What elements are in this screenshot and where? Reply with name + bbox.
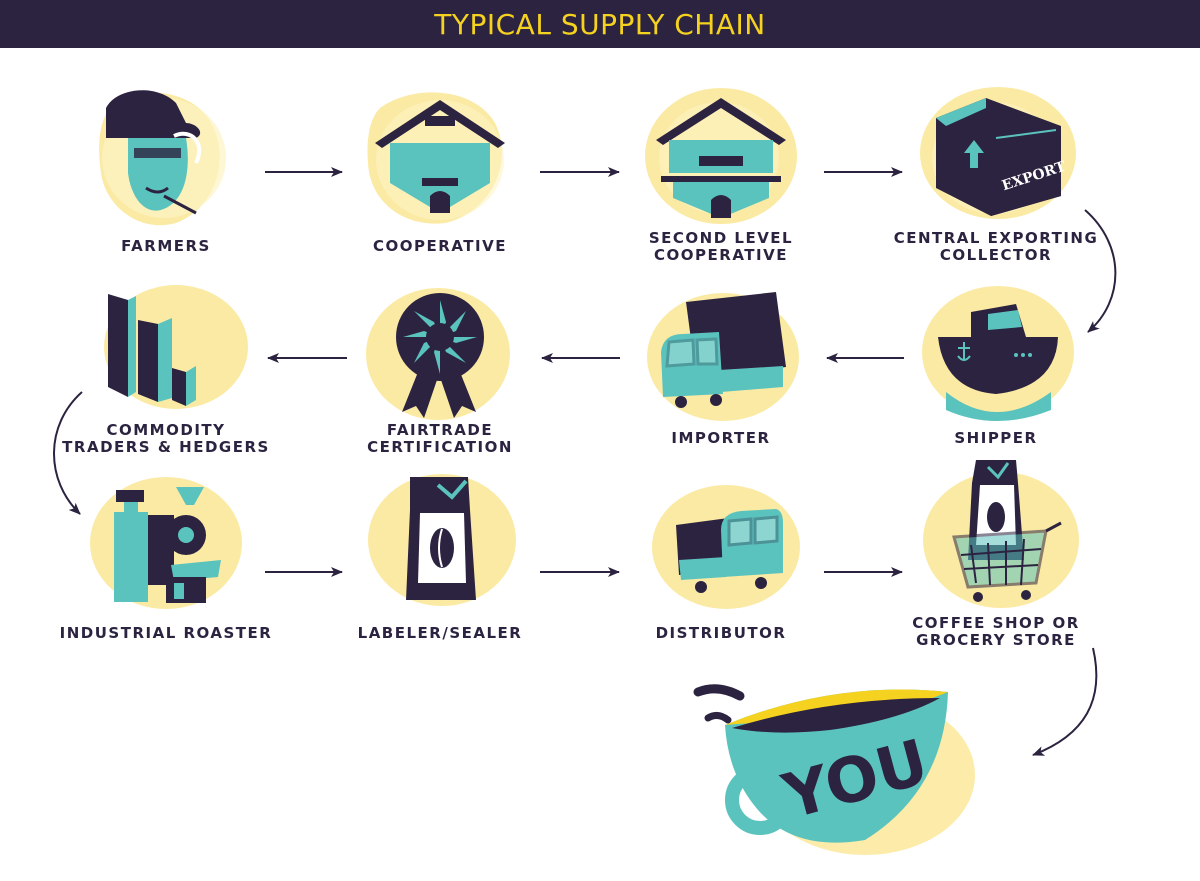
step-label: INDUSTRIAL ROASTER <box>59 624 273 642</box>
title-banner: TYPICAL SUPPLY CHAIN <box>0 0 1200 48</box>
coffee-bag-icon <box>368 474 516 606</box>
shopping-cart-icon <box>923 460 1079 608</box>
step-label: CENTRAL EXPORTING COLLECTOR <box>893 229 1099 264</box>
export-box-icon: EXPORT <box>920 87 1076 219</box>
second-level-cooperative-icon <box>645 88 797 224</box>
step-importer: IMPORTER <box>601 282 841 457</box>
coffee-cup-icon: YOU <box>693 684 975 855</box>
distributor-truck-icon <box>652 485 800 609</box>
cargo-ship-icon <box>922 286 1074 421</box>
step-coffee-shop-grocery: COFFEE SHOP OR GROCERY STORE <box>876 455 1116 650</box>
step-second-level-cooperative: SECOND LEVEL COOPERATIVE <box>601 78 841 268</box>
step-label: SHIPPER <box>954 429 1038 447</box>
farmer-icon <box>99 90 226 226</box>
step-cooperative: COOPERATIVE <box>320 78 560 268</box>
bar-chart-icon <box>104 285 248 409</box>
arrow-shop-to-you <box>1032 647 1098 756</box>
step-farmers: FARMERS <box>46 78 286 268</box>
step-label: SECOND LEVEL COOPERATIVE <box>648 229 794 264</box>
final-you-cup: YOU <box>690 680 990 870</box>
step-label: FARMERS <box>121 237 211 255</box>
step-label: LABELER/SEALER <box>357 624 523 642</box>
step-label: DISTRIBUTOR <box>655 624 787 642</box>
cooperative-house-icon <box>367 92 505 224</box>
arrow-traders-to-roaster <box>53 391 83 515</box>
step-distributor: DISTRIBUTOR <box>601 465 841 650</box>
step-shipper: SHIPPER <box>876 282 1116 457</box>
step-central-exporting-collector: EXPORT CENTRAL EXPORTING COLLECTOR <box>876 78 1116 268</box>
coffee-roaster-icon <box>90 477 242 609</box>
step-label: COOPERATIVE <box>373 237 507 255</box>
certification-rosette-icon <box>366 288 510 420</box>
arrow-exporter-to-shipper <box>1084 209 1117 333</box>
importer-truck-icon <box>647 292 799 421</box>
step-industrial-roaster: INDUSTRIAL ROASTER <box>46 465 286 650</box>
step-commodity-traders: COMMODITY TRADERS & HEDGERS <box>46 282 286 457</box>
step-labeler-sealer: LABELER/SEALER <box>320 465 560 650</box>
step-label: COFFEE SHOP OR GROCERY STORE <box>912 614 1080 649</box>
step-fairtrade-certification: FAIRTRADE CERTIFICATION <box>320 282 560 457</box>
page-title: TYPICAL SUPPLY CHAIN <box>434 7 766 41</box>
step-label: FAIRTRADE CERTIFICATION <box>367 421 513 456</box>
step-label: IMPORTER <box>671 429 771 447</box>
step-label: COMMODITY TRADERS & HEDGERS <box>62 421 270 456</box>
